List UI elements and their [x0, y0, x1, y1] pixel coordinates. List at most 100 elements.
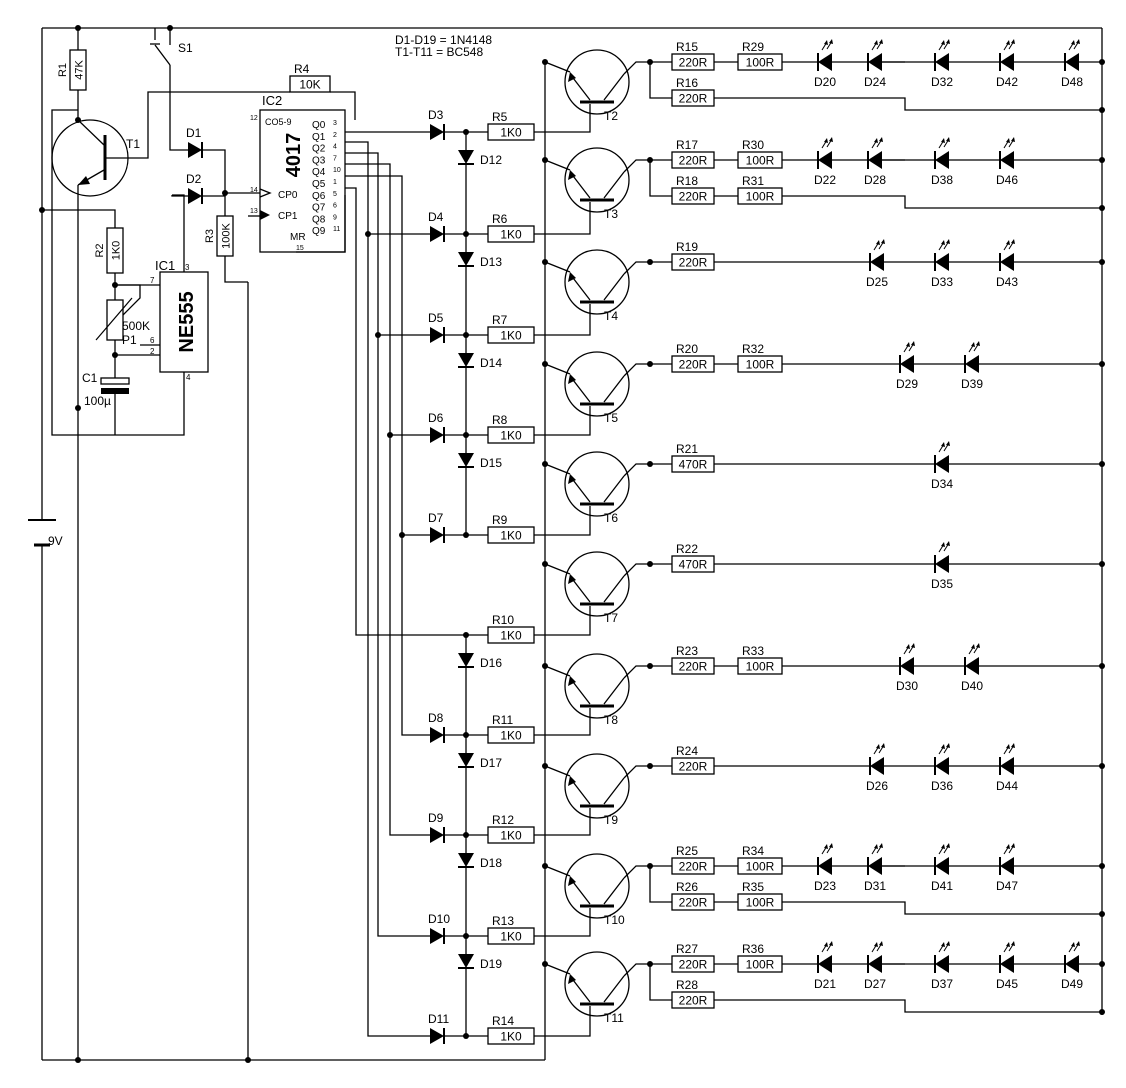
- junction-dot: [39, 207, 45, 213]
- resistor-value: 100R: [746, 860, 775, 874]
- resistor-value: 47K: [74, 60, 86, 80]
- junction-dot: [647, 763, 653, 769]
- pin-number: 6: [150, 336, 155, 345]
- junction-dot: [542, 59, 548, 65]
- resistor-ref: R21: [676, 442, 698, 456]
- wire: [603, 777, 625, 805]
- resistor-value: 220R: [679, 56, 708, 70]
- led-body: [870, 253, 884, 271]
- output-pin-number: 9: [333, 214, 337, 221]
- wire: [296, 195, 346, 253]
- led-ray-head: [879, 39, 883, 44]
- led-ref: D46: [996, 173, 1018, 187]
- resistor-value: 220R: [679, 154, 708, 168]
- led: D27: [864, 941, 886, 991]
- led-ref: D33: [931, 275, 953, 289]
- wire: [534, 506, 591, 536]
- switch-ref: S1: [178, 41, 193, 55]
- led-ray-head: [971, 644, 975, 649]
- resistor-value: 220R: [679, 190, 708, 204]
- led: D25: [866, 239, 888, 289]
- led-ray-head: [879, 843, 883, 848]
- wire: [603, 475, 625, 503]
- wire: [95, 297, 133, 341]
- led-ray-head: [946, 941, 950, 946]
- output-pin-name: Q0: [312, 120, 326, 131]
- led: D45: [996, 941, 1018, 991]
- resistor-value: 1K0: [500, 228, 522, 242]
- diode-ref: D3: [428, 108, 444, 122]
- transistor-circle: [564, 351, 630, 417]
- led-ray-head: [1011, 743, 1015, 748]
- led-body: [1000, 955, 1014, 973]
- led-ref: D25: [866, 275, 888, 289]
- output-pin-number: 10: [333, 167, 341, 174]
- resistor-value: 220R: [679, 660, 708, 674]
- wire: [603, 575, 625, 603]
- led-body: [1000, 253, 1014, 271]
- input-pin-number: 15: [296, 245, 304, 252]
- led-ref: D40: [961, 679, 983, 693]
- resistor-ref: R28: [676, 978, 698, 992]
- output-pin-name: Q4: [312, 167, 326, 178]
- resistor-ref: R20: [676, 342, 698, 356]
- junction-dot: [1099, 205, 1105, 211]
- led-ref: D44: [996, 779, 1018, 793]
- led-body: [900, 355, 914, 373]
- led-ray-head: [824, 138, 828, 143]
- ic-ref: IC2: [262, 93, 282, 108]
- led-ref: D43: [996, 275, 1018, 289]
- output-pin-name: Q2: [312, 144, 326, 155]
- transistor-circle: [564, 147, 630, 213]
- junction-dot: [75, 405, 81, 411]
- wire: [534, 708, 591, 736]
- resistor-ref: R17: [676, 138, 698, 152]
- led-ray-head: [1071, 40, 1075, 45]
- wire: [714, 999, 1102, 1013]
- led-body: [868, 955, 882, 973]
- emitter-arrow: [568, 574, 576, 584]
- output-pin-number: 4: [333, 144, 337, 151]
- resistor-ref: R31: [742, 174, 764, 188]
- led-ray-head: [1011, 843, 1015, 848]
- transistor-ref: T11: [604, 1011, 624, 1025]
- resistor-ref: R13: [492, 914, 514, 928]
- led-ray-head: [941, 942, 945, 947]
- diode-ref: D14: [480, 356, 502, 370]
- resistor-ref: R23: [676, 644, 698, 658]
- resistor-ref: R36: [742, 942, 764, 956]
- led-body: [818, 955, 832, 973]
- output-pin-number: 3: [333, 120, 337, 127]
- led-ray-head: [946, 39, 950, 44]
- wire: [544, 563, 571, 575]
- transistor-ref: T5: [604, 411, 618, 425]
- diode-ref: D11: [428, 1012, 449, 1026]
- resistor-ref: R32: [742, 342, 764, 356]
- diode: D13: [458, 252, 502, 269]
- resistor-value: 220R: [679, 958, 708, 972]
- junction-dot: [542, 461, 548, 467]
- led-ray-head: [879, 137, 883, 142]
- diode-ref: D2: [186, 172, 202, 186]
- led-ref: D22: [814, 173, 836, 187]
- led-body: [935, 253, 949, 271]
- transistor-circle: [564, 951, 630, 1017]
- resistor-ref: R35: [742, 880, 764, 894]
- junction-dot: [542, 561, 548, 567]
- output-pin-name: Q5: [312, 179, 326, 190]
- junction-dot: [542, 763, 548, 769]
- wire: [154, 44, 171, 66]
- wire: [782, 901, 1102, 915]
- led-ray-head: [829, 39, 833, 44]
- led-ray-head: [1071, 942, 1075, 947]
- output-pin-number: 5: [333, 191, 337, 198]
- diode-ref: D9: [428, 811, 444, 825]
- led-ray-head: [911, 341, 915, 346]
- led-body: [1000, 151, 1014, 169]
